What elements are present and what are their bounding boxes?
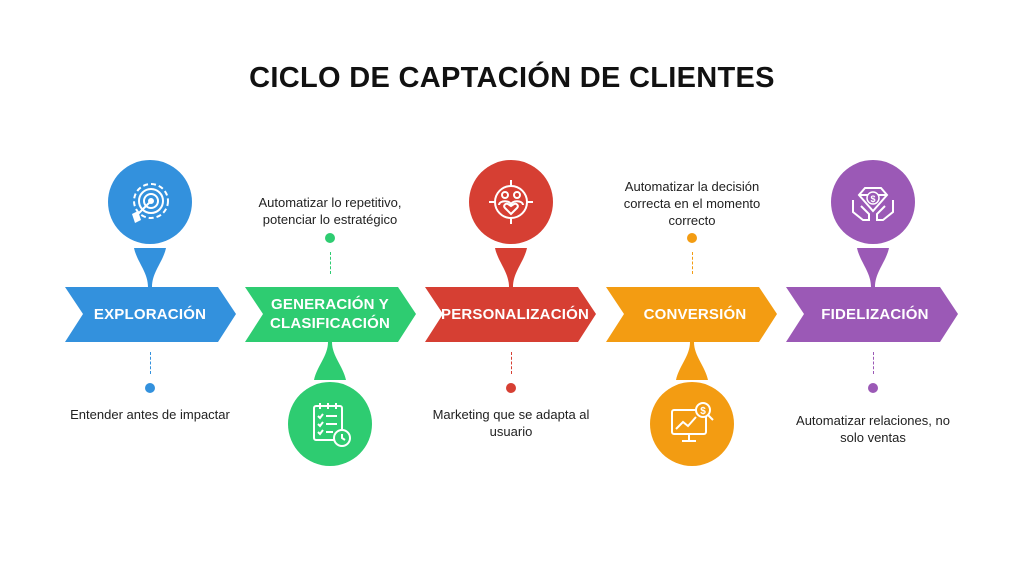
stage-personalizacion-bubble (469, 160, 553, 244)
stage-description-generacion: Automatizar lo repetitivo, potenciar lo … (258, 195, 402, 227)
stage-exploracion-dot (145, 383, 155, 393)
checklist-clock-icon (313, 403, 351, 447)
stage-personalizacion-dash (511, 352, 512, 374)
stage-label-personalizacion: PERSONALIZACIÓN (440, 306, 589, 323)
stage-generacion-connector (314, 342, 346, 380)
stage-exploracion (65, 160, 236, 342)
hands-diamond-icon: $ (852, 187, 894, 221)
stage-conversion-chevron (606, 287, 777, 342)
stage-personalizacion-dot (506, 383, 516, 393)
svg-text:$: $ (700, 406, 706, 417)
stage-label-conversion: CONVERSIÓN (643, 306, 747, 323)
target-users-icon (489, 180, 533, 224)
stage-description-exploracion: Entender antes de impactar (70, 407, 230, 422)
stage-exploracion-dash (150, 352, 151, 374)
stage-personalizacion-chevron (425, 287, 596, 342)
stage-fidelizacion-dash (873, 352, 874, 374)
stage-personalizacion (425, 160, 596, 342)
stage-generacion-chevron (245, 287, 416, 342)
stage-label-generacion: GENERACIÓN Y CLASIFICACIÓN (269, 296, 391, 332)
stage-conversion-bubble (650, 382, 734, 466)
stage-exploracion-connector (134, 248, 166, 287)
stage-generacion-dash (330, 252, 331, 274)
stage-description-conversion: Automatizar la decisión correcta en el m… (623, 179, 761, 228)
stage-conversion (606, 287, 777, 466)
stage-description-personalizacion: Marketing que se adapta al usuario (432, 407, 590, 439)
svg-text:$: $ (870, 194, 875, 204)
radar-gear-icon (132, 183, 169, 223)
stage-conversion-connector (676, 342, 708, 380)
stage-conversion-dot (687, 233, 697, 243)
analytics-money-icon: $ (671, 402, 714, 442)
stage-fidelizacion-connector (857, 248, 889, 287)
stage-generacion-dot (325, 233, 335, 243)
stage-personalizacion-connector (495, 248, 527, 287)
stage-description-fidelizacion: Automatizar relaciones, no solo ventas (796, 413, 950, 445)
stage-label-fidelizacion: FIDELIZACIÓN (821, 306, 929, 323)
stage-conversion-dash (692, 252, 693, 274)
diagram-title: CICLO DE CAPTACIÓN DE CLIENTES (249, 62, 775, 94)
stage-label-exploracion: EXPLORACIÓN (93, 306, 207, 323)
stage-fidelizacion-dot (868, 383, 878, 393)
stage-fidelizacion-chevron (786, 287, 958, 342)
stage-exploracion-chevron (65, 287, 236, 342)
